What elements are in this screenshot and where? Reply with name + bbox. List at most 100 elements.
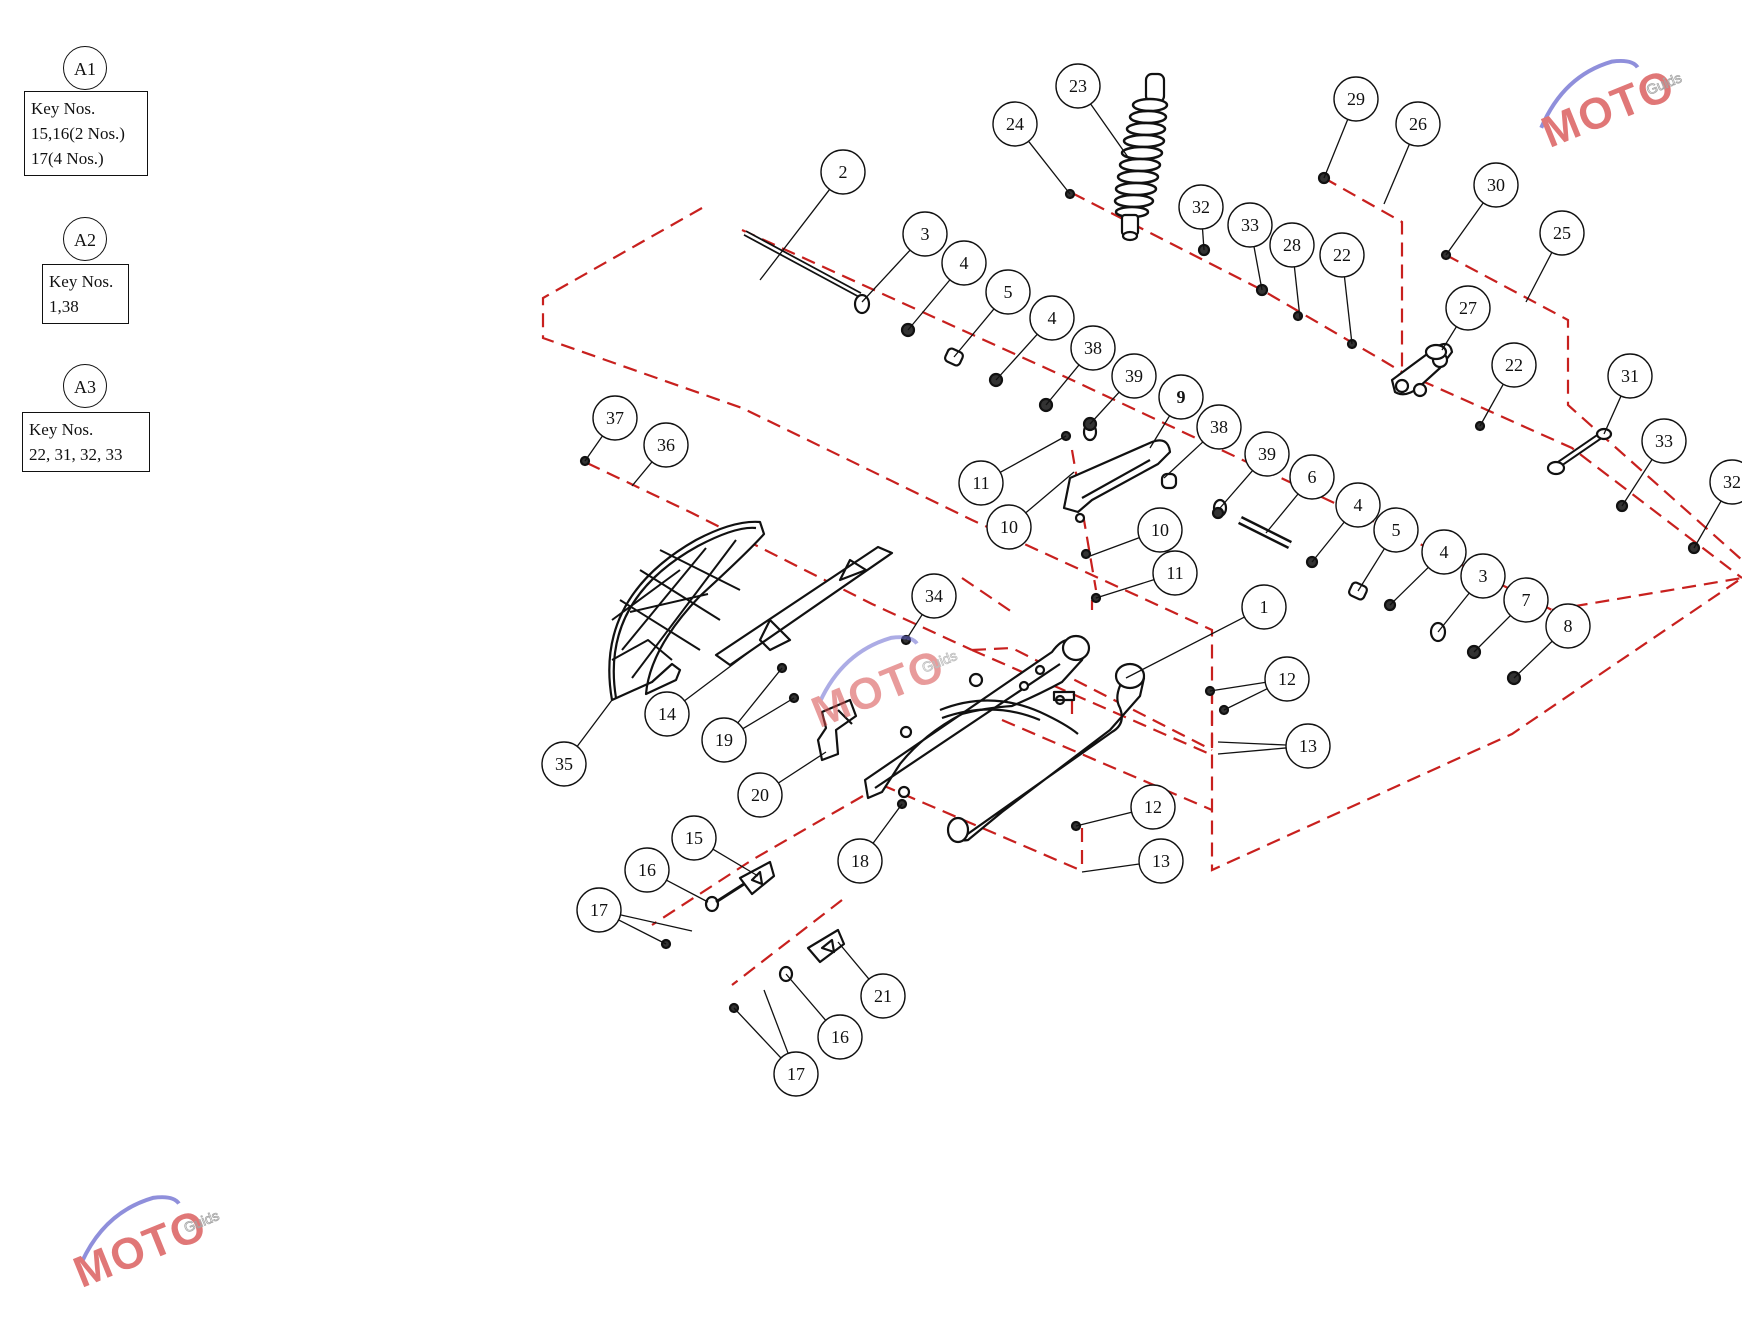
- legend-tag-a1: A1: [63, 46, 107, 90]
- linkage-plate-part: [1390, 342, 1454, 398]
- link-rod-part: [1546, 427, 1613, 476]
- callout-leader-16: [785, 973, 827, 1021]
- callout-4: 4: [1029, 295, 1075, 341]
- callout-leader-32: [1693, 500, 1722, 549]
- callout-leader-29: [1323, 119, 1349, 179]
- callout-leader-8: [1513, 640, 1553, 679]
- callout-circle: [1158, 374, 1204, 420]
- callout-label: 2: [839, 162, 848, 182]
- callout-leader-24: [1028, 140, 1071, 195]
- callout-leader-22: [1479, 383, 1504, 427]
- callout-label: 26: [1409, 114, 1427, 134]
- callout-16: 16: [624, 847, 670, 893]
- callout-leader-19: [742, 697, 795, 730]
- legend-box-a2: Key Nos. 1,38: [42, 264, 129, 324]
- callout-leader-26: [1383, 143, 1410, 205]
- callout-circle: [1421, 529, 1467, 575]
- callout-circle: [1196, 404, 1242, 450]
- callout-circle: [837, 838, 883, 884]
- callout-2: 2: [820, 149, 866, 195]
- callout-4: 4: [1335, 482, 1381, 528]
- callout-10: 10: [986, 504, 1032, 550]
- callout-label: 4: [1440, 542, 1449, 562]
- callout-circle: [701, 717, 747, 763]
- callout-34: 34: [911, 573, 957, 619]
- callout-leader-10: [1025, 471, 1075, 514]
- callout-leader-5: [1357, 548, 1385, 592]
- callout-leader-16: [666, 879, 709, 903]
- callout-label: 24: [1006, 114, 1024, 134]
- callout-leader-11: [999, 435, 1067, 473]
- callout-label: 13: [1299, 736, 1317, 756]
- callout-circle: [1152, 550, 1198, 596]
- callout-label: 23: [1069, 76, 1087, 96]
- bracket-part: [816, 698, 858, 762]
- callout-7: 7: [1503, 577, 1549, 623]
- callout-circle: [1333, 76, 1379, 122]
- callout-label: 29: [1347, 89, 1365, 109]
- callout-label: 8: [1564, 616, 1573, 636]
- callout-leader-33: [1621, 459, 1653, 507]
- legend-line: 1,38: [49, 297, 79, 316]
- callout-circle: [1241, 584, 1287, 630]
- callout-leader-11: [1095, 579, 1155, 599]
- callout-label: 19: [715, 730, 733, 750]
- callout-label: 18: [851, 851, 869, 871]
- callout-circle: [1460, 553, 1506, 599]
- callout-circle: [671, 815, 717, 861]
- callout-circle: [1244, 431, 1290, 477]
- callout-label: 27: [1459, 298, 1477, 318]
- callout-label: 32: [1723, 472, 1741, 492]
- callout-circle: [1491, 342, 1537, 388]
- callout-label: 38: [1210, 417, 1228, 437]
- callout-5: 5: [1373, 507, 1419, 553]
- legend-line: 22, 31, 32, 33: [29, 445, 123, 464]
- callout-leader-38: [1163, 441, 1204, 479]
- callout-22: 22: [1319, 232, 1365, 278]
- callout-39: 39: [1111, 353, 1157, 399]
- callout-leader-36: [631, 461, 653, 487]
- callout-circle: [1227, 202, 1273, 248]
- callout-circle: [1373, 507, 1419, 553]
- callout-circle: [992, 101, 1038, 147]
- callout-circle: [1269, 222, 1315, 268]
- callout-leader-15: [712, 848, 759, 877]
- callout-label: 4: [1048, 308, 1057, 328]
- callout-39: 39: [1244, 431, 1290, 477]
- callout-circle: [1285, 723, 1331, 769]
- callout-37: 37: [592, 395, 638, 441]
- callout-leader-14: [684, 649, 753, 702]
- callout-19: 19: [701, 717, 747, 763]
- watermark-brand-text: MOTO: [1535, 60, 1682, 158]
- callout-label: 32: [1192, 197, 1210, 217]
- callout-leader-6: [1265, 493, 1299, 534]
- callout-circle: [1503, 577, 1549, 623]
- callout-leader-3: [1437, 592, 1470, 633]
- callout-24: 24: [992, 101, 1038, 147]
- watermark-brand-text: MOTO: [67, 1200, 214, 1298]
- callout-circle: [1473, 162, 1519, 208]
- callout-circle: [1445, 285, 1491, 331]
- callout-circle: [773, 1051, 819, 1097]
- shock-absorber-part: [1113, 72, 1169, 242]
- callout-leader-13: [1081, 863, 1140, 873]
- callout-leader-31: [1603, 395, 1622, 435]
- callout-circle: [1607, 353, 1653, 399]
- callout-circle: [592, 395, 638, 441]
- callout-label: 6: [1308, 467, 1317, 487]
- callout-circle: [576, 887, 622, 933]
- callout-label: 14: [658, 704, 676, 724]
- callout-13: 13: [1285, 723, 1331, 769]
- callout-20: 20: [737, 772, 783, 818]
- callout-leader-28: [1293, 266, 1301, 319]
- callout-30: 30: [1473, 162, 1519, 208]
- callout-17: 17: [576, 887, 622, 933]
- callout-35: 35: [541, 741, 587, 787]
- callout-label: 11: [972, 473, 989, 493]
- callout-circle: [541, 741, 587, 787]
- chain-cover-part: [608, 520, 766, 702]
- callout-circle: [1138, 838, 1184, 884]
- callout-leader-30: [1445, 202, 1484, 256]
- callout-circle: [1178, 184, 1224, 230]
